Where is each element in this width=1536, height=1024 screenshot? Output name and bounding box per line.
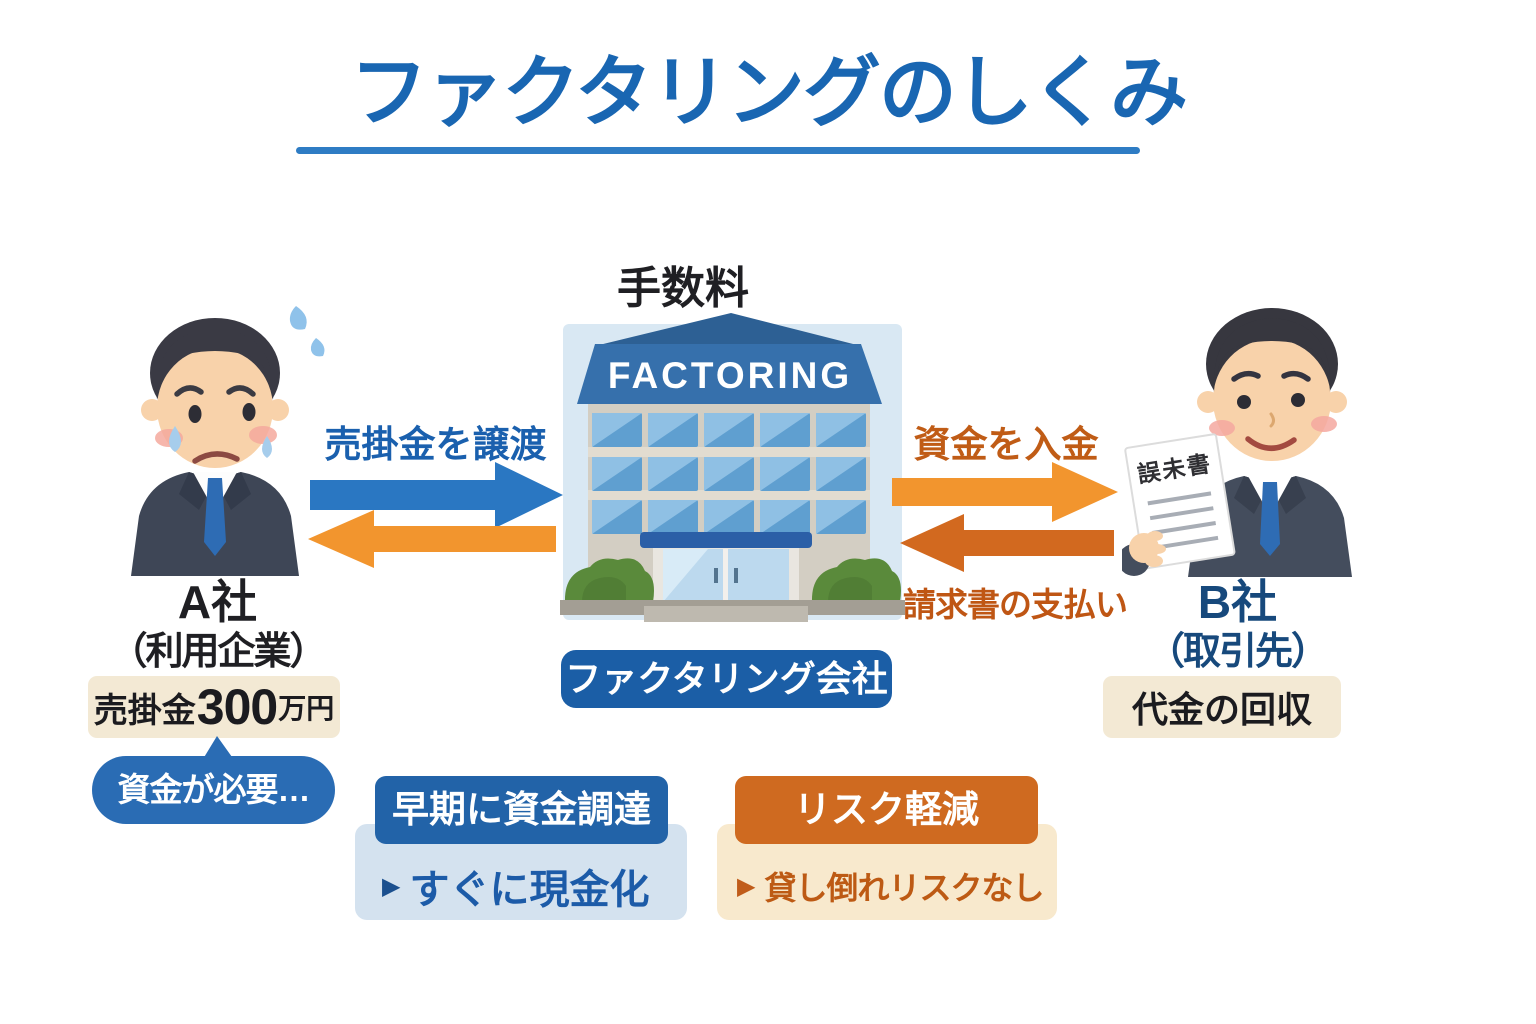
- bush-right: [811, 558, 901, 602]
- building-windows: [592, 413, 866, 534]
- company-b-collection-box: 代金の回収: [1103, 676, 1341, 738]
- triangle-bullet-icon: ▶: [382, 872, 401, 900]
- funds-deposit-arrow-icon: [892, 462, 1118, 522]
- triangle-bullet-icon: ▶: [737, 872, 756, 900]
- tear-drop-icon: [262, 436, 272, 458]
- benefit-early-funding-point: ▶ すぐに現金化: [382, 858, 682, 914]
- receivable-prefix: 売掛金: [93, 691, 196, 730]
- company-b-role: （取引先）: [1146, 631, 1329, 673]
- building-sign-text: FACTORING: [608, 355, 852, 396]
- factoring-company-label: ファクタリング会社: [561, 650, 892, 708]
- tear-drop-icon: [169, 426, 181, 452]
- benefit-risk-reduction-point: ▶ 貸し倒れリスクなし: [737, 858, 1059, 914]
- receivable-unit: 万円: [278, 693, 335, 724]
- benefit-risk-reduction-text: 貸し倒れリスクなし: [764, 870, 1044, 906]
- roof-peak: [595, 313, 861, 346]
- company-b-name: B社: [1197, 576, 1278, 628]
- factoring-building-illustration: FACTORING: [560, 313, 905, 622]
- building-sign: [577, 344, 882, 404]
- sweat-drop-icon: [289, 306, 307, 330]
- company-a-role: （利用企業）: [109, 631, 327, 673]
- company-b-person-illustration: 誤未書: [1122, 308, 1352, 577]
- bush-left: [564, 558, 654, 602]
- company-a-person-illustration: [131, 306, 325, 576]
- fee-label: 手数料: [617, 264, 749, 313]
- company-a-name: A社: [177, 576, 258, 628]
- invoice-payment-label: 請求書の支払い: [903, 586, 1128, 623]
- benefit-early-funding-text: すぐに現金化: [409, 868, 650, 912]
- building-step: [644, 606, 808, 622]
- entrance-awning: [640, 532, 812, 548]
- company-a-speech-bubble: 資金が必要…: [92, 756, 335, 824]
- funds-deposit-label: 資金を入金: [913, 424, 1099, 465]
- receivable-transfer-arrow-icon: [310, 462, 563, 528]
- title-underline: [296, 147, 1140, 154]
- invoice-payment-arrow-icon: [900, 514, 1114, 572]
- payout-to-a-arrow-icon: [308, 510, 556, 568]
- company-a-receivable-box: 売掛金 300 万円: [88, 676, 340, 738]
- benefit-early-funding-header: 早期に資金調達: [375, 776, 668, 844]
- receivable-transfer-label: 売掛金を譲渡: [324, 424, 547, 465]
- sweat-drop-icon: [310, 338, 325, 357]
- page-title: ファクタリングのしくみ: [349, 48, 1188, 136]
- benefit-risk-reduction-header: リスク軽減: [735, 776, 1038, 844]
- receivable-amount: 300: [196, 679, 278, 735]
